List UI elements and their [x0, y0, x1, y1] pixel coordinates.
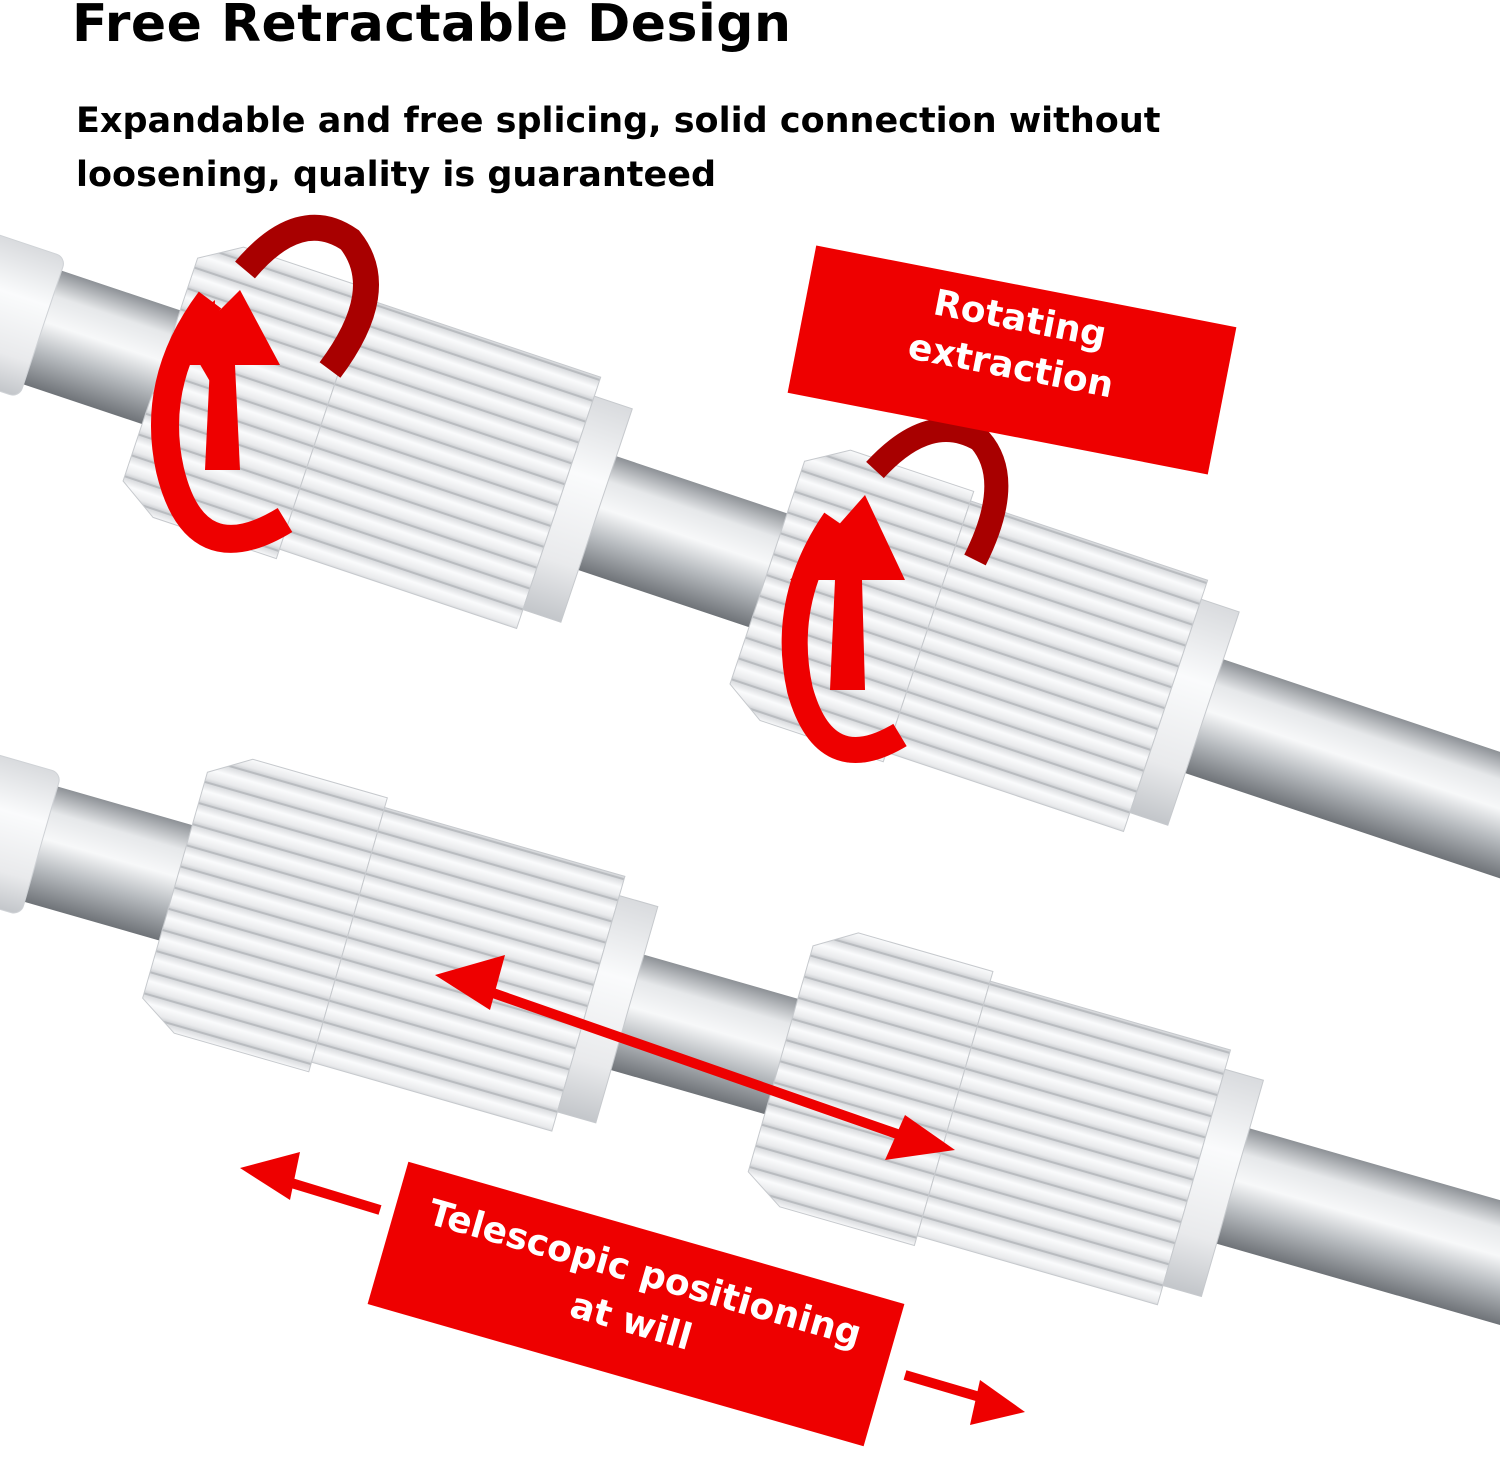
- arrow-left-icon: [240, 1152, 382, 1215]
- lower-pole: [0, 747, 1500, 1343]
- double-arrow-icon: [435, 955, 955, 1160]
- rotate-arrow-icon: [781, 418, 1009, 763]
- page-title: Free Retractable Design: [72, 0, 792, 54]
- page-subtitle: Expandable and free splicing, solid conn…: [76, 101, 1161, 195]
- arrow-right-icon: [903, 1370, 1025, 1425]
- rotate-arrow-icon: [151, 214, 379, 553]
